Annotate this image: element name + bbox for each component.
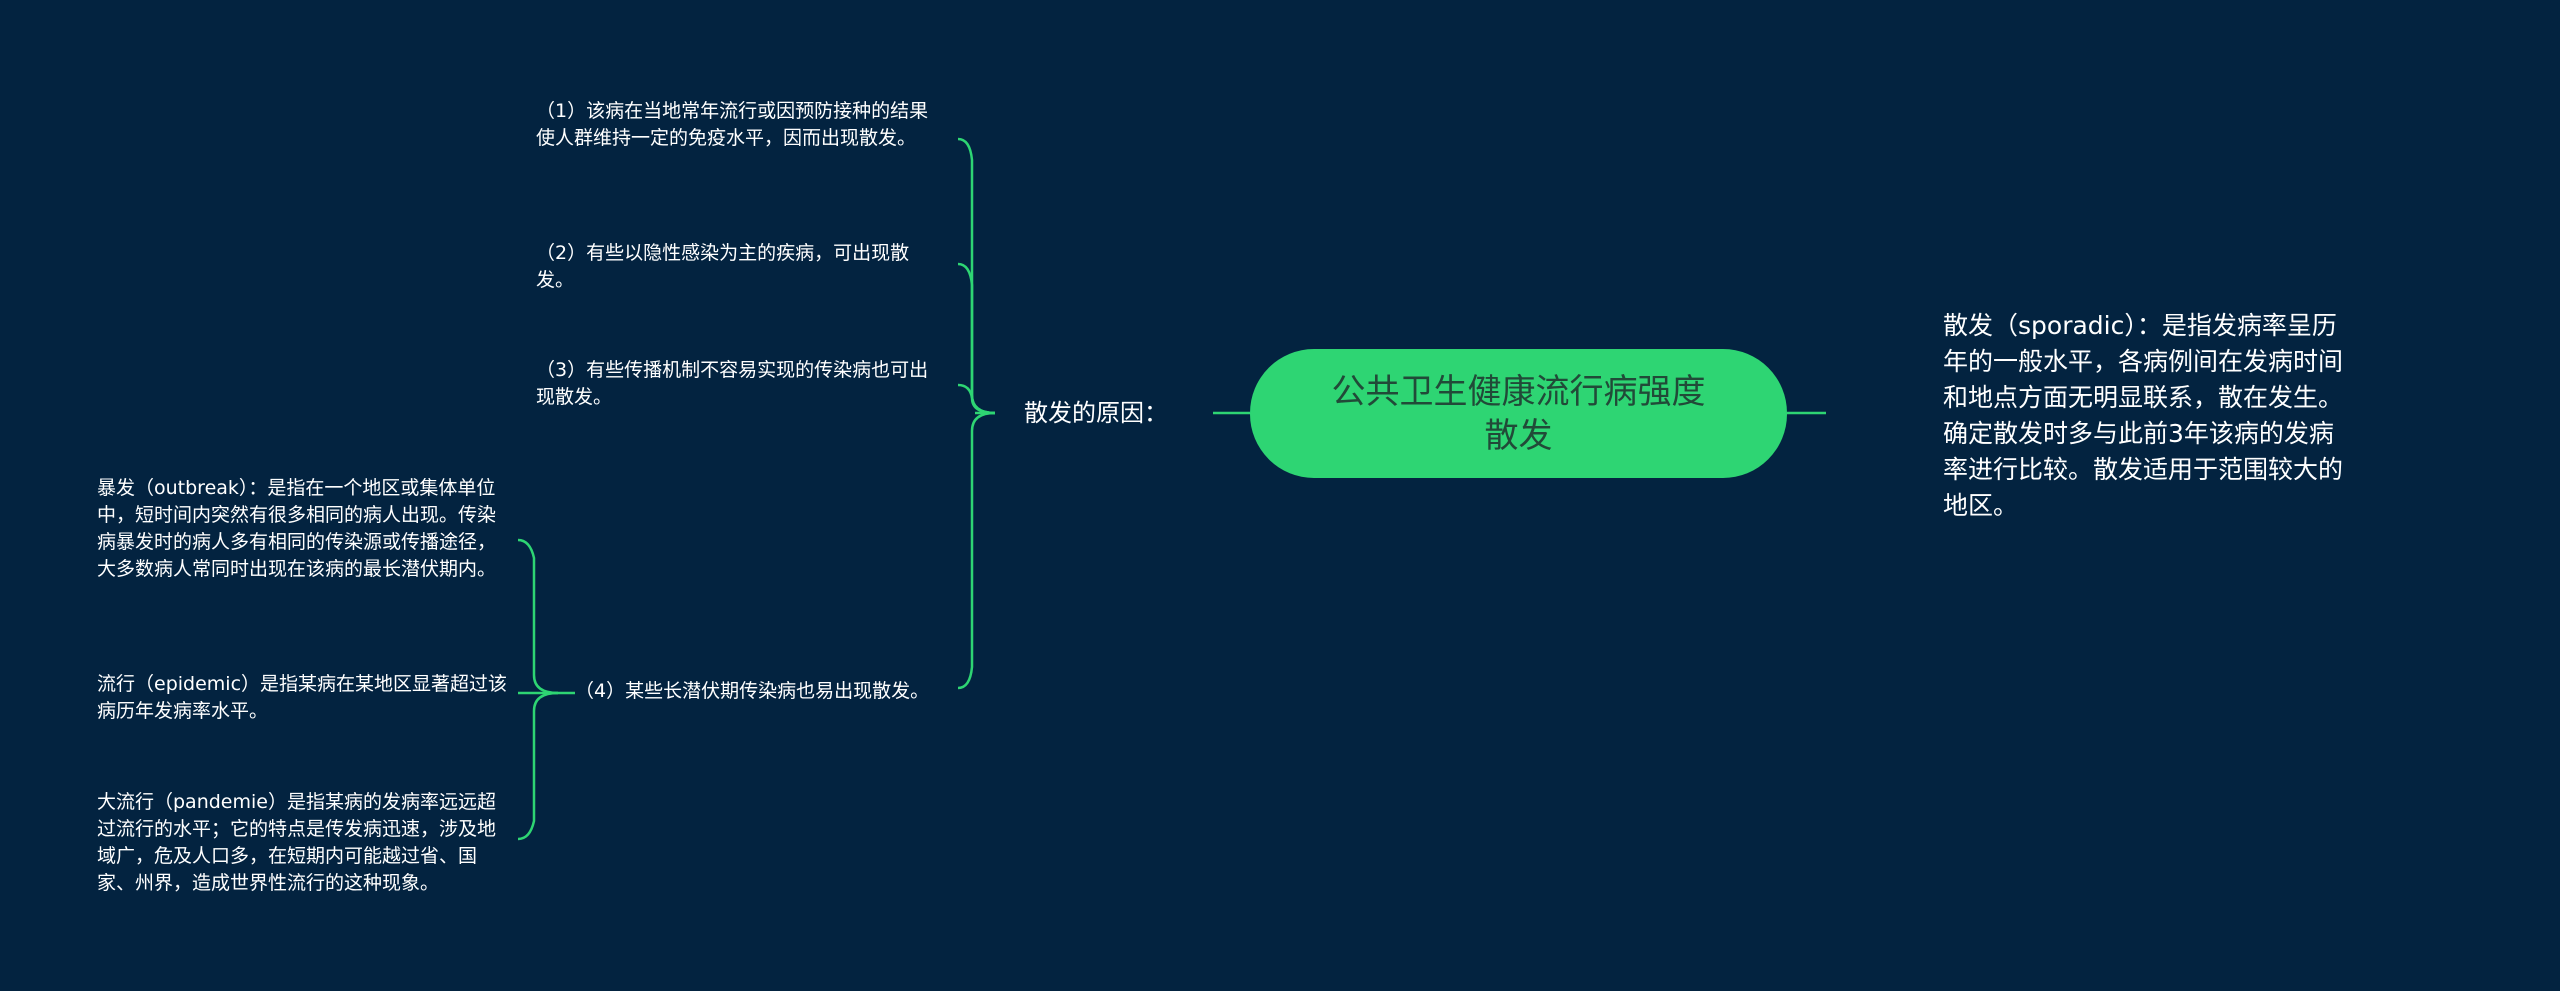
root-node[interactable]: 公共卫生健康流行病强度散发	[1250, 349, 1787, 478]
subitem-pandemie[interactable]: 大流行（pandemie）是指某病的发病率远远超过流行的水平；它的特点是传发病迅…	[97, 791, 497, 894]
connector-item-3	[957, 383, 996, 415]
cause-item-3[interactable]: （3）有些传播机制不容易实现的传染病也可出现散发。	[536, 359, 929, 408]
definition-node[interactable]: 散发（sporadic）：是指发病率呈历年的一般水平，各病例间在发病时间和地点方…	[1943, 311, 2344, 520]
connector-item-2	[957, 262, 996, 415]
causes-label-node[interactable]: 散发的原因：	[1024, 399, 1168, 427]
connector-sub-3	[517, 691, 559, 841]
subitem-epidemic[interactable]: 流行（epidemic）是指某病在某地区显著超过该病历年发病率水平。	[97, 673, 508, 722]
cause-item-4[interactable]: （4）某些长潜伏期传染病也易出现散发。	[575, 680, 930, 702]
connector-item-4	[957, 411, 996, 690]
root-title: 公共卫生健康流行病强度散发	[1331, 371, 1706, 456]
subitem-outbreak[interactable]: 暴发（outbreak）：是指在一个地区或集体单位中，短时间内突然有很多相同的病…	[97, 477, 497, 580]
connector-item-1	[957, 137, 996, 415]
connector-sub-1	[517, 538, 559, 695]
cause-item-2[interactable]: （2）有些以隐性感染为主的疾病，可出现散发。	[536, 242, 910, 291]
cause-item-1[interactable]: （1）该病在当地常年流行或因预防接种的结果使人群维持一定的免疫水平，因而出现散发…	[536, 100, 929, 149]
